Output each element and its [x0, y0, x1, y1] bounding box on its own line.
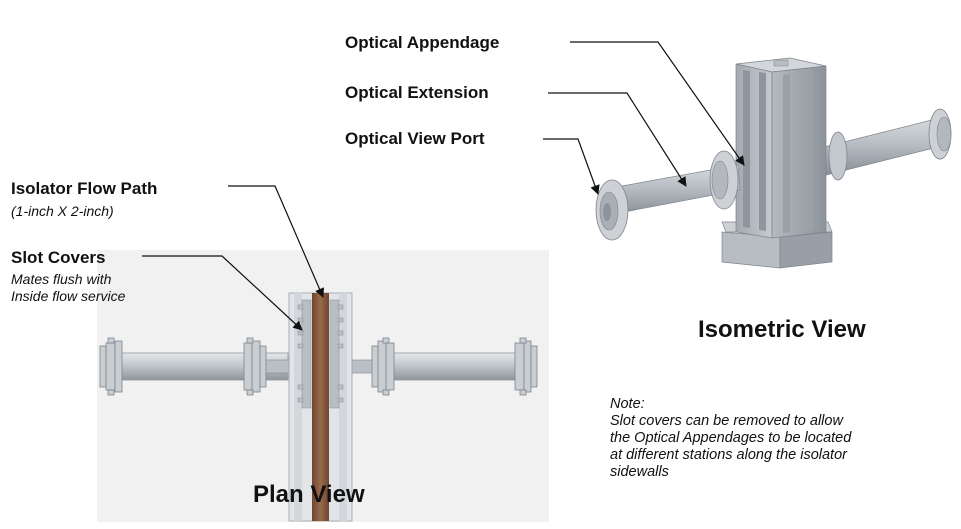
leader-optical-appendage: [570, 41, 745, 166]
isometric-view-title: Isometric View: [698, 316, 866, 343]
plan-flow-path: [312, 293, 329, 521]
label-slot-covers-desc-1: Mates flush with: [11, 271, 112, 287]
plan-right-outer-flange: [514, 337, 538, 396]
plan-left-outer-flange: [99, 337, 123, 396]
label-slot-covers: Slot Covers: [11, 248, 106, 267]
iso-right-inner-flange: [828, 131, 848, 181]
plan-left-inner-flange: [243, 337, 267, 396]
plan-right-inner-flange: [371, 337, 395, 396]
note-block: Note: Slot covers can be removed to allo…: [610, 396, 950, 481]
plan-view-title: Plan View: [253, 481, 365, 508]
leader-isolator-flow-path: [228, 185, 324, 298]
note-line-1: Slot covers can be removed to allow: [610, 413, 843, 429]
note-line-3: at different stations along the isolator: [610, 447, 847, 463]
iso-column-side: [771, 65, 827, 239]
label-optical-extension: Optical Extension: [345, 83, 489, 102]
isometric-view-drawing: [595, 57, 952, 269]
label-isolator-flow-path-dims: (1-inch X 2-inch): [11, 203, 114, 219]
leader-lines: [142, 41, 745, 331]
label-isolator-flow-path: Isolator Flow Path: [11, 179, 158, 198]
plan-slot-covers: [297, 299, 344, 409]
plan-right-pipe: [385, 352, 527, 381]
note-line-2: the Optical Appendages to be located: [610, 430, 852, 446]
note-line-4: sidewalls: [610, 464, 669, 480]
iso-column-front: [735, 63, 773, 239]
leader-slot-covers: [142, 255, 303, 331]
leader-optical-view-port: [543, 138, 600, 195]
label-optical-appendage: Optical Appendage: [345, 33, 500, 52]
label-slot-covers-desc-2: Inside flow service: [11, 288, 126, 304]
label-optical-view-port: Optical View Port: [345, 129, 485, 148]
note-heading: Note:: [610, 396, 645, 412]
leader-optical-extension: [548, 92, 687, 187]
